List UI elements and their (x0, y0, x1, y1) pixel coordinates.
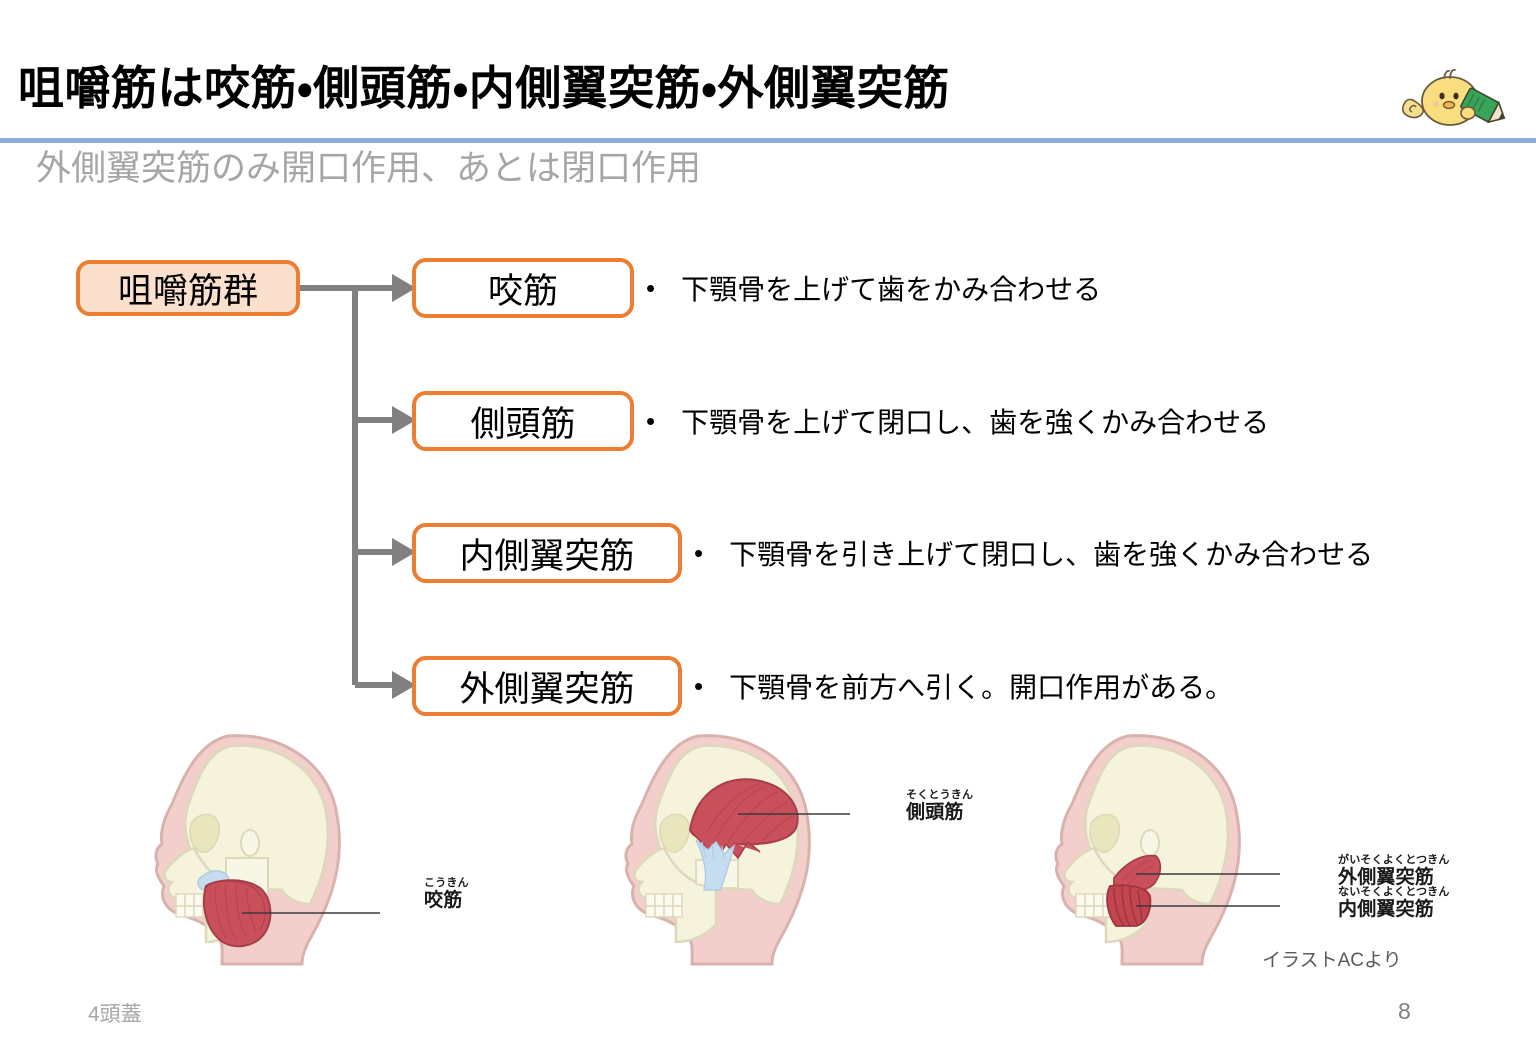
anno-temporalis: そくとうきん 側頭筋 (906, 789, 974, 823)
footer-note: 4頭蓋 (88, 1003, 142, 1026)
flow-connectors (300, 274, 416, 699)
flow-bullet-medial-pterygoid: • 下顎骨を引き上げて閉口し、歯を強くかみ合わせる (694, 533, 1373, 573)
anno-lateral-pterygoid-furigana: がいそくよくとつきん (1338, 854, 1450, 866)
anno-medial-pterygoid: ないそくよくとつきん 内側翼突筋 (1338, 886, 1450, 920)
anno-medial-pterygoid-furigana: ないそくよくとつきん (1338, 886, 1450, 898)
flow-node-lateral-pterygoid[interactable]: 外側翼突筋 (412, 656, 682, 716)
anno-masseter-kanji: 咬筋 (424, 890, 463, 911)
flow-chart: 咀嚼筋群 咬筋 • 下顎骨を上げて歯をかみ合わせる 側頭筋 • 下顎骨を上げて閉… (76, 258, 1373, 716)
skull-masseter-illustration (150, 728, 380, 968)
anno-temporalis-furigana: そくとうきん (906, 789, 974, 801)
flow-bullet-temporalis-text: 下顎骨を上げて閉口し、歯を強くかみ合わせる (681, 407, 1270, 438)
flow-bullet-masseter-text: 下顎骨を上げて歯をかみ合わせる (681, 274, 1102, 305)
bullet-icon: • (646, 273, 656, 303)
skull-pterygoid-illustration (1050, 728, 1280, 968)
flow-bullet-temporalis: • 下顎骨を上げて閉口し、歯を強くかみ合わせる (646, 401, 1269, 441)
flow-bullet-medial-pterygoid-text: 下顎骨を引き上げて閉口し、歯を強くかみ合わせる (729, 539, 1374, 570)
illustration-credit: イラストACより (1262, 950, 1402, 971)
page-number: 8 (1398, 998, 1411, 1024)
chick-with-pencil-logo (1398, 68, 1516, 136)
anno-lateral-pterygoid: がいそくよくとつきん 外側翼突筋 (1338, 854, 1450, 888)
flow-node-temporalis[interactable]: 側頭筋 (412, 391, 634, 451)
bullet-icon: • (646, 406, 656, 436)
title-divider (0, 138, 1536, 143)
flow-node-masseter-label: 咬筋 (487, 271, 558, 311)
anno-temporalis-kanji: 側頭筋 (906, 802, 964, 823)
bullet-icon: • (694, 538, 704, 568)
flow-node-medial-pterygoid[interactable]: 内側翼突筋 (412, 523, 682, 583)
flow-bullet-masseter: • 下顎骨を上げて歯をかみ合わせる (646, 268, 1101, 308)
anno-masseter-furigana: こうきん (424, 877, 469, 889)
bullet-icon: • (694, 671, 704, 701)
flow-node-medial-pterygoid-label: 内側翼突筋 (459, 536, 635, 576)
flow-node-masseter[interactable]: 咬筋 (412, 258, 634, 318)
flow-bullet-lateral-pterygoid: • 下顎骨を前方へ引く。開口作用がある。 (694, 666, 1233, 706)
skull-temporalis-illustration (620, 728, 850, 968)
flow-node-source[interactable]: 咀嚼筋群 (76, 260, 300, 316)
flow-node-temporalis-label: 側頭筋 (470, 404, 576, 444)
anno-lateral-pterygoid-kanji: 外側翼突筋 (1338, 867, 1435, 888)
anno-masseter: こうきん 咬筋 (424, 877, 469, 911)
flow-node-lateral-pterygoid-label: 外側翼突筋 (459, 669, 635, 709)
flow-bullet-lateral-pterygoid-text: 下顎骨を前方へ引く。開口作用がある。 (729, 672, 1234, 703)
anno-medial-pterygoid-kanji: 内側翼突筋 (1338, 899, 1435, 920)
page-subtitle: 外側翼突筋のみ開口作用、あとは閉口作用 (36, 149, 702, 188)
page-title: 咀嚼筋は咬筋・側頭筋・内側翼突筋・外側翼突筋 (18, 62, 950, 114)
flow-node-source-label: 咀嚼筋群 (117, 271, 258, 311)
